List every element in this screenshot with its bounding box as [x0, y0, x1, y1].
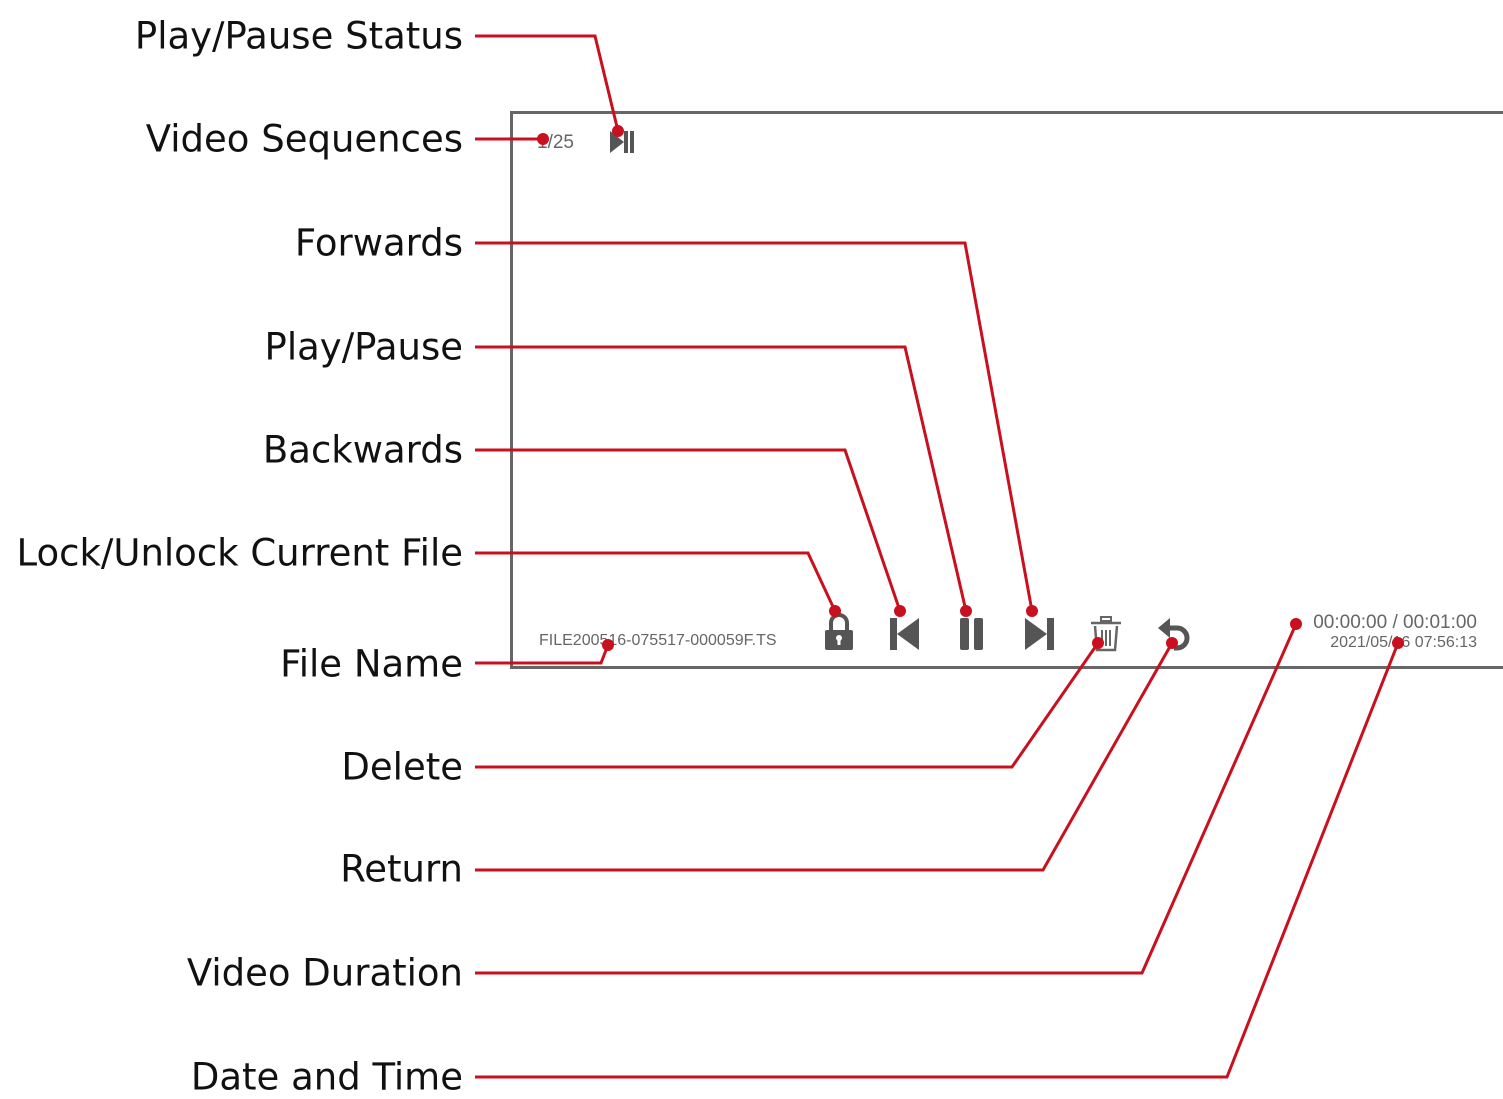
lock-icon[interactable]: [821, 610, 857, 654]
callout-file-name: [475, 644, 610, 665]
skip-forward-icon[interactable]: [1021, 610, 1057, 654]
callout-dot-return: [1166, 637, 1178, 649]
play-pause-status-icon: [610, 131, 634, 153]
video-duration: 00:00:00 / 00:01:00: [1313, 612, 1477, 633]
pause-icon[interactable]: [954, 610, 990, 654]
label-play-pause-status: Play/Pause Status: [134, 14, 463, 58]
callout-video-duration: [475, 623, 1298, 975]
callout-delete: [475, 642, 1100, 769]
label-delete: Delete: [341, 745, 463, 789]
callout-dot-video-sequences: [537, 133, 549, 145]
callout-return: [475, 642, 1174, 872]
label-lock-unlock: Lock/Unlock Current File: [16, 531, 463, 575]
callout-play-pause: [475, 345, 968, 612]
label-return: Return: [340, 847, 463, 891]
return-icon[interactable]: [1155, 610, 1195, 654]
callout-lock-unlock: [475, 551, 837, 612]
callout-dot-forwards: [1026, 605, 1038, 617]
label-video-sequences: Video Sequences: [145, 117, 463, 161]
label-play-pause: Play/Pause: [264, 325, 463, 369]
callout-dot-video-duration: [1290, 618, 1302, 630]
callout-dot-play-pause: [960, 605, 972, 617]
callout-backwards: [475, 448, 902, 612]
label-file-name: File Name: [280, 642, 463, 686]
label-date-and-time: Date and Time: [190, 1055, 463, 1099]
trash-icon[interactable]: [1088, 610, 1124, 654]
label-forwards: Forwards: [294, 221, 463, 265]
skip-back-icon[interactable]: [887, 610, 923, 654]
callout-forwards: [475, 241, 1034, 612]
callout-dot-delete: [1092, 637, 1104, 649]
callout-date-time: [475, 642, 1400, 1079]
callout-dot-date-time: [1392, 637, 1404, 649]
label-backwards: Backwards: [262, 428, 463, 472]
callout-dot-play-pause-status: [612, 125, 624, 137]
playback-screen: 1/25 FILE200516-075517-000059F.TS 00:00:…: [510, 111, 1503, 669]
label-video-duration: Video Duration: [186, 951, 463, 995]
callout-dot-lock-unlock: [829, 605, 841, 617]
callout-play-pause-status: [475, 34, 620, 132]
file-name: FILE200516-075517-000059F.TS: [539, 632, 777, 649]
callout-dot-backwards: [894, 605, 906, 617]
callout-dot-file-name: [602, 639, 614, 651]
